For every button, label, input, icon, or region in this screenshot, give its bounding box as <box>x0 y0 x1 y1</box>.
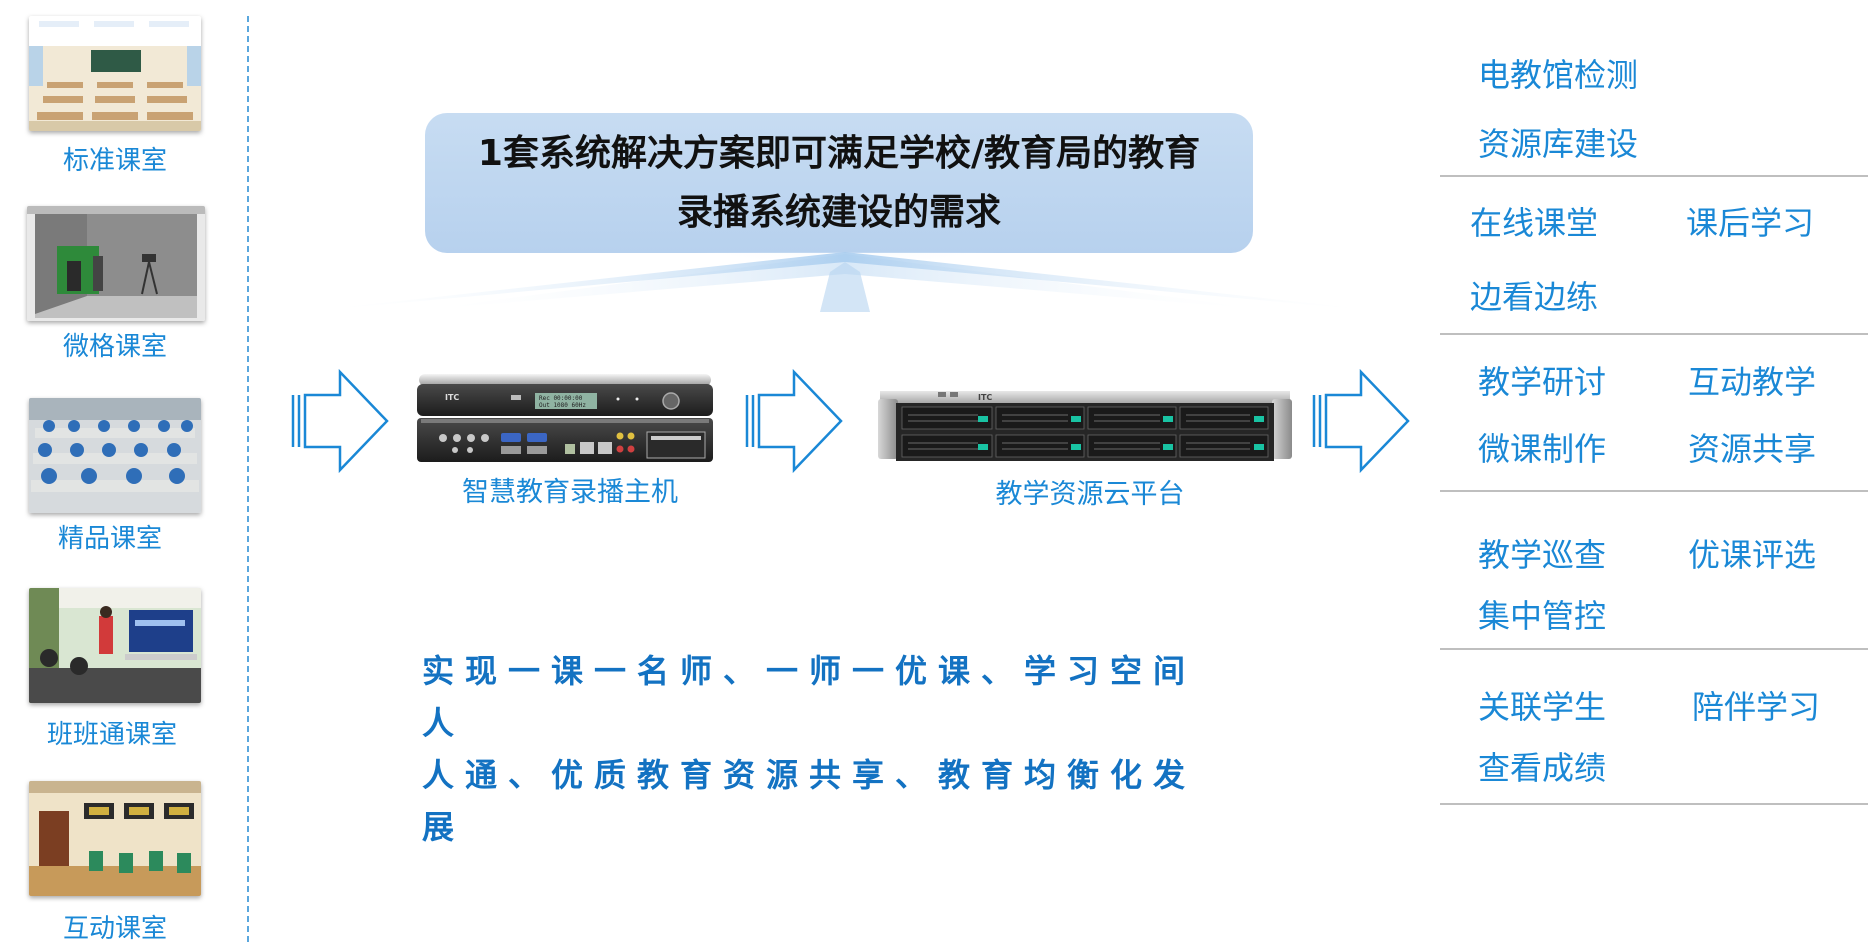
feature-item: 在线课堂 <box>1470 204 1599 242</box>
classroom-thumb-microteaching <box>27 206 205 321</box>
feature-item: 教学研讨 <box>1478 363 1607 401</box>
slogan-line: 人通、优质教育资源共享、教育均衡化发展 <box>422 756 1197 846</box>
slogan-line: 实现一课一名师、一师一优课、学习空间人 <box>422 652 1197 742</box>
classroom-label: 精品课室 <box>57 524 162 554</box>
lcd-line-1: Rec 00:00:00 <box>539 395 583 402</box>
feature-item: 资源共享 <box>1688 430 1817 468</box>
banner-glow <box>300 252 1390 317</box>
classroom-label: 互动课室 <box>62 914 167 944</box>
classroom-label: 班班通课室 <box>46 720 177 750</box>
classroom-thumb-class-connect <box>29 588 201 703</box>
banner-line: 录播系统建设的需求 <box>676 192 1001 233</box>
group-separator <box>1440 803 1868 805</box>
requirement-banner: 1套系统解决方案即可满足学校/教育局的教育 录播系统建设的需求 <box>425 113 1253 253</box>
group-separator <box>1440 648 1868 650</box>
lcd-line-2: Out 1080 60Hz <box>539 402 586 409</box>
classroom-thumb-interactive <box>29 781 201 896</box>
device-logo: ITC <box>445 393 459 402</box>
feature-item: 资源库建设 <box>1478 125 1639 163</box>
classroom-label: 微格课室 <box>62 332 167 362</box>
device-label: 教学资源云平台 <box>995 479 1185 510</box>
flow-arrow-icon <box>291 369 389 473</box>
feature-item: 边看边练 <box>1470 278 1599 316</box>
server-logo: ITC <box>978 393 992 402</box>
flow-arrow-icon <box>745 369 843 473</box>
feature-item: 查看成绩 <box>1478 749 1607 787</box>
feature-item: 微课制作 <box>1478 430 1607 468</box>
feature-item: 电教馆检测 <box>1478 56 1639 94</box>
classroom-thumb-quality <box>29 398 201 513</box>
feature-item: 优课评选 <box>1688 536 1817 574</box>
slogan: 实现一课一名师、一师一优课、学习空间人 人通、优质教育资源共享、教育均衡化发展 <box>422 645 1222 853</box>
cloud-server-device: ITC <box>878 391 1292 461</box>
feature-item: 关联学生 <box>1478 688 1607 726</box>
classroom-thumb-standard <box>29 16 201 131</box>
banner-line: 1套系统解决方案即可满足学校/教育局的教育 <box>477 133 1201 174</box>
feature-item: 教学巡查 <box>1478 536 1607 574</box>
feature-item: 陪伴学习 <box>1692 688 1821 726</box>
group-separator <box>1440 490 1868 492</box>
classroom-label: 标准课室 <box>62 146 167 176</box>
flow-arrow-icon <box>1312 369 1410 473</box>
divider <box>247 16 249 942</box>
group-separator <box>1440 175 1868 177</box>
feature-item: 课后学习 <box>1686 204 1815 242</box>
group-separator <box>1440 333 1868 335</box>
feature-item: 互动教学 <box>1688 363 1817 401</box>
recording-host-device: Rec 00:00:00 Out 1080 60Hz ITC <box>417 374 713 462</box>
feature-item: 集中管控 <box>1478 597 1607 635</box>
device-label: 智慧教育录播主机 <box>462 477 678 508</box>
